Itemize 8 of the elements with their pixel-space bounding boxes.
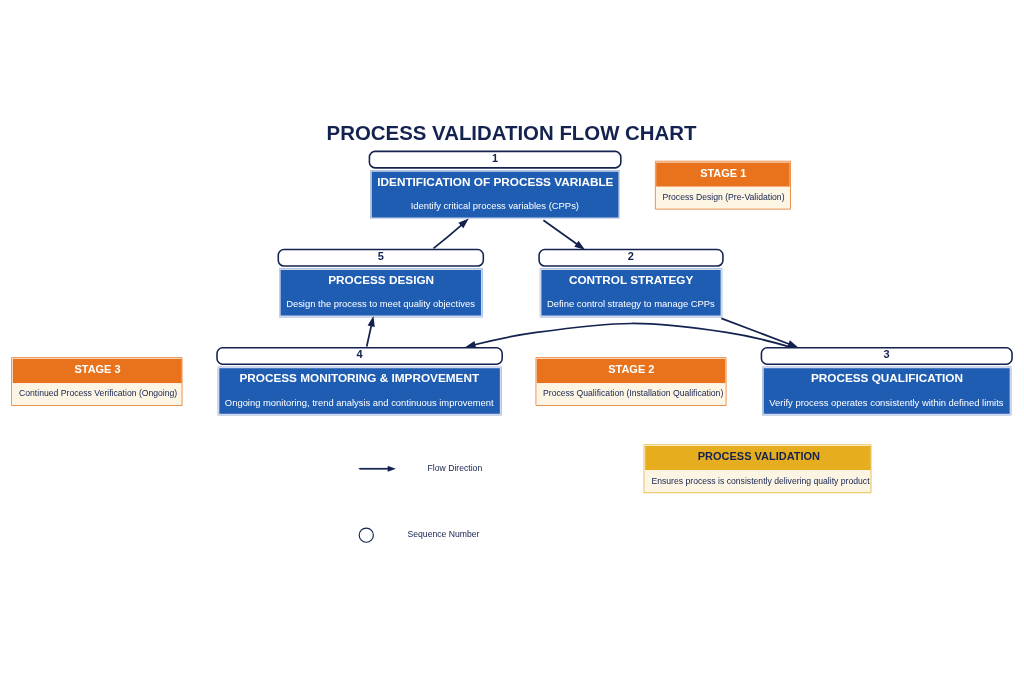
node-label: 4	[356, 348, 363, 361]
node-label: 1	[491, 151, 499, 164]
legend-label: Sequence Number	[407, 529, 480, 540]
node-label: 3	[883, 348, 890, 361]
node-label: 5	[377, 249, 384, 262]
legend-label: Flow Direction	[427, 462, 483, 473]
node-label: 2	[627, 249, 634, 262]
diagram-title: PROCESS VALIDATION FLOW CHART	[326, 121, 697, 144]
